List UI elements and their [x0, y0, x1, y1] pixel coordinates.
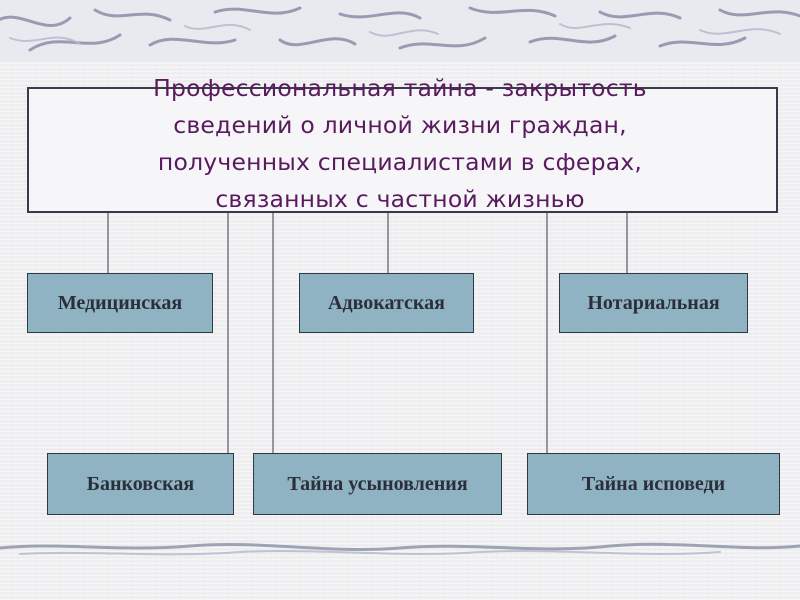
node-medical-label: Медицинская — [57, 291, 183, 314]
decorative-bottom-band — [0, 542, 800, 556]
node-adoption-label: Тайна усыновления — [287, 472, 468, 495]
title-line-2: сведений о личной жизни граждан, — [173, 111, 627, 139]
node-adoption: Тайна усыновления — [253, 453, 502, 515]
title-line-3: полученных специалистами в сферах, — [157, 148, 643, 176]
diagram-title: Профессиональная тайна - закрытость свед… — [20, 70, 780, 218]
node-confession: Тайна исповеди — [527, 453, 780, 515]
node-medical: Медицинская — [27, 273, 213, 333]
node-lawyer-label: Адвокатская — [328, 291, 445, 314]
title-line-1: Профессиональная тайна - закрытость — [153, 74, 647, 102]
title-box — [27, 87, 778, 213]
node-notary: Нотариальная — [559, 273, 748, 333]
node-banking: Банковская — [47, 453, 234, 515]
node-lawyer: Адвокатская — [299, 273, 474, 333]
node-notary-label: Нотариальная — [587, 291, 720, 314]
decorative-top-band — [0, 0, 800, 62]
node-banking-label: Банковская — [86, 472, 195, 495]
node-confession-label: Тайна исповеди — [581, 472, 726, 495]
title-line-4: связанных с частной жизнью — [215, 185, 585, 213]
